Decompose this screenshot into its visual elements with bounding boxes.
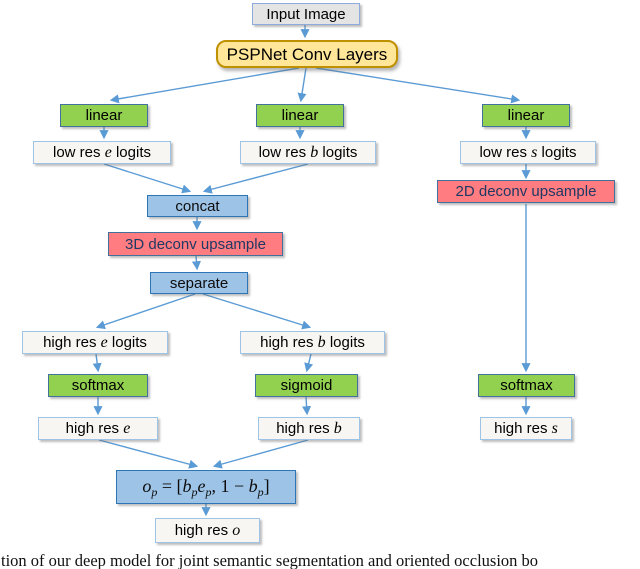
- formula-text: op = [bpep, 1 − bp]: [142, 475, 270, 499]
- node-linear-s: linear: [482, 104, 570, 127]
- node-high-res-e: high res e: [38, 417, 158, 440]
- node-label: high res e: [65, 419, 131, 437]
- node-low-res-b-logits: low res b logits: [240, 141, 376, 164]
- node-label: high res e logits: [43, 333, 147, 351]
- node-label: high res o: [174, 521, 241, 539]
- label-text: low res: [479, 143, 532, 161]
- label-text: logits: [111, 143, 151, 161]
- label-var: e: [104, 143, 112, 161]
- label-var: s: [551, 419, 558, 437]
- node-low-res-s-logits: low res s logits: [460, 141, 596, 164]
- node-softmax-s: softmax: [478, 374, 575, 397]
- node-label: low res b logits: [258, 143, 358, 161]
- label-text: high res: [65, 419, 124, 437]
- label-var: e: [100, 333, 108, 351]
- node-label: 2D deconv upsample: [455, 183, 597, 200]
- figure-caption: tion of our deep model for joint semanti…: [1, 551, 539, 569]
- label-text: logits: [325, 333, 365, 351]
- node-linear-e: linear: [60, 104, 148, 127]
- node-softmax-e: softmax: [48, 374, 148, 397]
- node-input-image: Input Image: [252, 3, 360, 25]
- node-label: sigmoid: [280, 377, 333, 394]
- node-label: low res e logits: [53, 143, 151, 161]
- node-label: linear: [281, 107, 319, 124]
- node-label: softmax: [500, 377, 553, 394]
- node-label: high res b logits: [260, 333, 365, 351]
- node-linear-b: linear: [256, 104, 344, 127]
- label-text: low res: [53, 143, 105, 161]
- label-text: high res: [260, 333, 318, 351]
- label-var: b: [317, 333, 326, 351]
- node-concat: concat: [147, 195, 248, 217]
- node-label: linear: [507, 107, 545, 124]
- label-text: logits: [537, 143, 577, 161]
- node-high-res-o: high res o: [155, 518, 260, 543]
- node-pspnet-conv-layers: PSPNet Conv Layers: [216, 40, 398, 68]
- label-var: b: [333, 419, 342, 437]
- node-label: linear: [85, 107, 123, 124]
- label-var: o: [232, 521, 241, 539]
- label-text: high res: [276, 419, 334, 437]
- node-sigmoid-b: sigmoid: [255, 374, 358, 397]
- node-label: high res b: [276, 419, 342, 437]
- node-occlusion-formula: op = [bpep, 1 − bp]: [116, 470, 296, 504]
- node-label: low res s logits: [479, 143, 577, 161]
- node-label: softmax: [71, 377, 125, 394]
- node-separate: separate: [150, 272, 248, 294]
- label-text: high res: [174, 521, 233, 539]
- node-high-res-e-logits: high res e logits: [22, 331, 168, 354]
- node-label: Input Image: [266, 5, 346, 23]
- label-text: low res: [258, 143, 311, 161]
- label-var: e: [123, 419, 131, 437]
- node-label: separate: [169, 274, 229, 292]
- node-high-res-s: high res s: [480, 417, 572, 440]
- node-label: PSPNet Conv Layers: [226, 44, 388, 64]
- node-high-res-b: high res b: [258, 417, 360, 440]
- node-label: high res s: [494, 419, 558, 437]
- node-high-res-b-logits: high res b logits: [240, 331, 385, 354]
- label-text: high res: [43, 333, 101, 351]
- node-low-res-e-logits: low res e logits: [33, 141, 171, 164]
- node-label: 3D deconv upsample: [125, 235, 266, 253]
- label-var: b: [310, 143, 319, 161]
- label-var: s: [531, 143, 538, 161]
- label-text: logits: [107, 333, 147, 351]
- node-label: concat: [175, 197, 220, 215]
- node-3d-deconv-upsample: 3D deconv upsample: [108, 232, 283, 256]
- label-text: high res: [494, 419, 552, 437]
- label-text: logits: [318, 143, 358, 161]
- node-2d-deconv-upsample: 2D deconv upsample: [437, 180, 615, 203]
